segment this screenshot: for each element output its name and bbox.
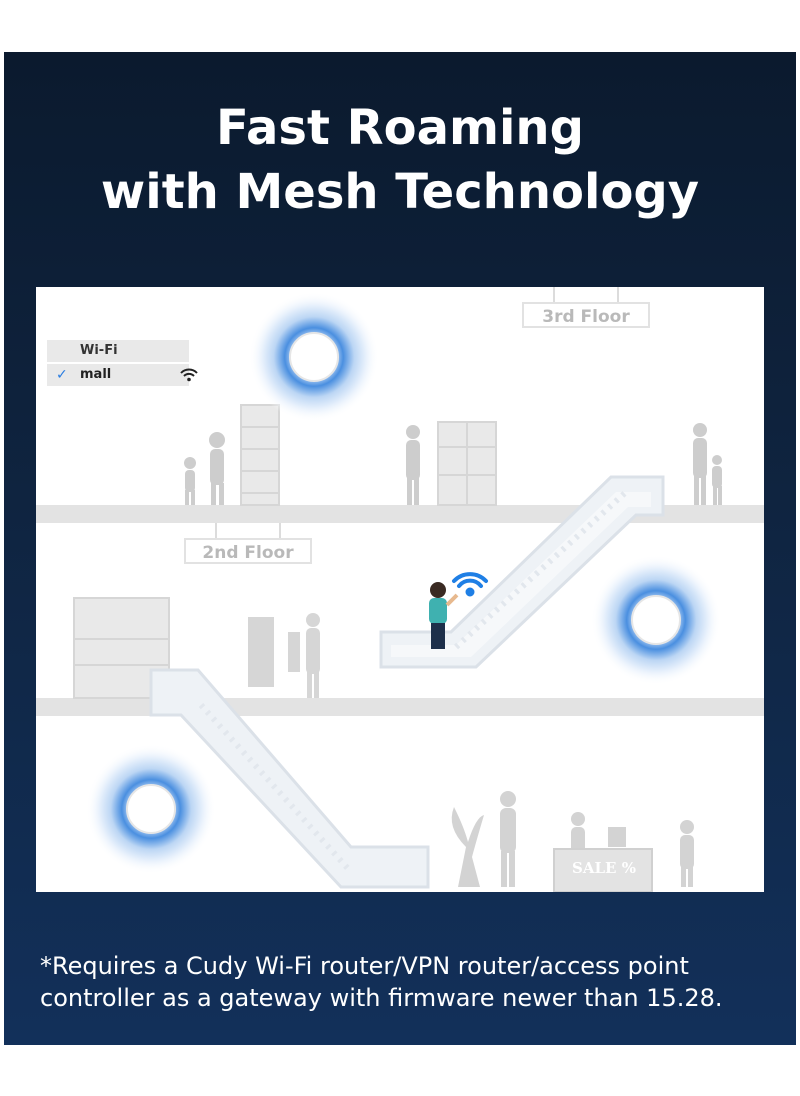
shelf-unit bbox=[240, 404, 497, 506]
access-point-middle bbox=[591, 555, 721, 685]
sale-counter bbox=[553, 848, 653, 892]
access-point-top bbox=[249, 292, 379, 422]
wifi-network-panel: Wi-Fi ✓ mall bbox=[47, 340, 198, 386]
sale-sign: SALE % bbox=[572, 859, 636, 877]
wifi-network-row[interactable]: ✓ mall bbox=[47, 364, 198, 386]
shopper-silhouettes bbox=[184, 423, 722, 505]
person-on-escalator bbox=[429, 582, 459, 649]
mall-illustration: SALE % 3rd Floor 2nd Floor Wi-Fi ✓ mall bbox=[36, 287, 764, 892]
second-floor-slab bbox=[36, 698, 764, 716]
footnote-line-2: controller as a gateway with firmware ne… bbox=[40, 984, 723, 1012]
mall-scene-graphic bbox=[36, 287, 764, 892]
headline-line-1: Fast Roaming bbox=[216, 100, 584, 156]
third-floor-sign: 3rd Floor bbox=[522, 302, 650, 328]
footnote-line-1: *Requires a Cudy Wi-Fi router/VPN router… bbox=[40, 952, 689, 980]
lower-escalator bbox=[149, 668, 430, 889]
requirements-footnote: *Requires a Cudy Wi-Fi router/VPN router… bbox=[40, 950, 780, 1014]
wifi-network-name: mall bbox=[80, 367, 112, 382]
wifi-panel-title: Wi-Fi bbox=[47, 340, 189, 362]
headline-line-2: with Mesh Technology bbox=[100, 164, 700, 220]
access-point-bottom bbox=[86, 744, 216, 874]
second-floor-sign: 2nd Floor bbox=[184, 538, 312, 564]
wifi-signal-icon bbox=[452, 572, 488, 597]
check-icon: ✓ bbox=[56, 367, 68, 383]
upper-escalator bbox=[379, 475, 665, 669]
